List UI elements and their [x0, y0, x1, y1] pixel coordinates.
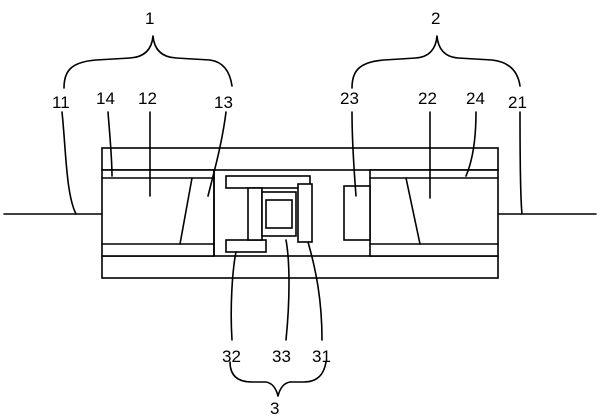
leader-14	[107, 111, 113, 177]
label-14: 14	[96, 89, 115, 108]
label-group-1: 1	[145, 9, 154, 28]
group-1-brace	[63, 35, 233, 89]
outer-housing-bottom-bar	[101, 255, 499, 279]
group-3-brace	[229, 361, 327, 397]
leader-33	[285, 239, 290, 341]
label-32: 32	[222, 347, 241, 366]
right-body	[369, 169, 499, 257]
leader-13	[207, 111, 227, 197]
leader-31	[307, 241, 323, 341]
right-slant-split	[405, 177, 421, 245]
left-body	[101, 169, 215, 257]
label-22: 22	[418, 89, 437, 108]
mid-bottom-plate	[225, 239, 267, 253]
mid-left-post	[247, 187, 263, 241]
left-slant-split	[179, 177, 193, 245]
outer-housing-top-bar	[101, 147, 499, 171]
label-31: 31	[312, 347, 331, 366]
label-11: 11	[52, 93, 70, 112]
group-2-brace	[351, 35, 521, 89]
label-23: 23	[340, 89, 359, 108]
leader-11	[61, 111, 77, 215]
label-33: 33	[272, 347, 291, 366]
mid-top-plate	[225, 175, 311, 189]
leader-32	[230, 251, 237, 341]
leader-23	[351, 111, 357, 197]
mid-core-inner	[265, 199, 293, 229]
right-end-block	[343, 185, 371, 241]
leader-24	[465, 111, 477, 177]
label-21: 21	[508, 93, 527, 112]
leader-21	[519, 111, 523, 215]
label-13: 13	[214, 93, 233, 112]
label-group-2: 2	[431, 9, 440, 28]
label-24: 24	[466, 89, 485, 108]
mid-right-plate	[297, 183, 313, 243]
label-12: 12	[138, 89, 157, 108]
label-group-3: 3	[270, 399, 279, 418]
